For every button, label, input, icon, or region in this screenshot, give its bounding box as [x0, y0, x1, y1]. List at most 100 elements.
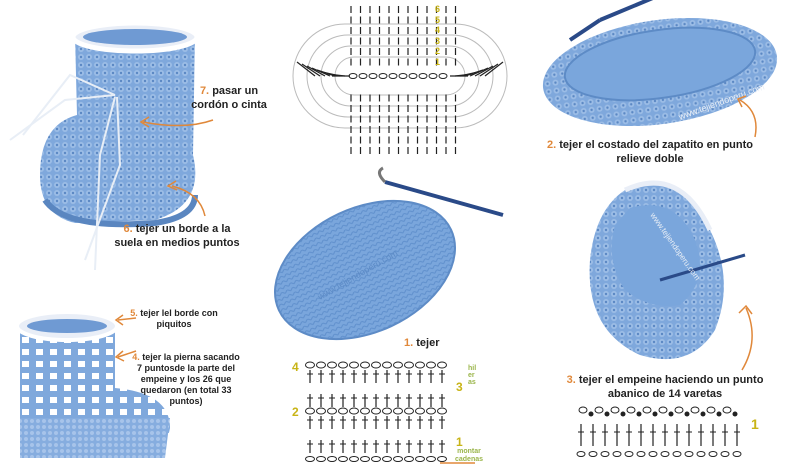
chain-stitch: [426, 407, 436, 415]
bootie-ribbon-illustration: [9, 20, 200, 271]
chain-stitch: [415, 361, 425, 369]
arrow-2-icon: [736, 95, 757, 138]
base-chain: [672, 451, 682, 457]
base-chain: [708, 451, 718, 457]
instep-photo: www.tejiendoperu.com: [570, 170, 770, 370]
base-chain: [576, 451, 586, 457]
arrow-6-icon: [166, 180, 206, 217]
chain-stitch: [658, 406, 668, 414]
picot-dot: [588, 411, 594, 417]
bootie-ribbon-photo: [5, 5, 210, 275]
step-7-label: 7. pasar un cordón o cinta: [191, 85, 267, 111]
chain-stitch: [642, 406, 652, 414]
sole-rows-chart: 4 3 2 1 hileras montar cadenas: [290, 355, 490, 467]
fan-stitch-chart: 1: [575, 402, 775, 466]
base-chain: [437, 456, 447, 462]
chain-stitch: [426, 361, 436, 369]
base-chain: [660, 451, 670, 457]
sole-chart-svg: [292, 6, 508, 154]
base-chain: [426, 456, 436, 462]
bootie-leg-illustration: [15, 310, 170, 458]
chain-stitch: [415, 407, 425, 415]
chart-row-5: 5: [435, 14, 441, 25]
picot-dot: [636, 411, 642, 417]
chain-stitch: [316, 361, 326, 369]
arrow-4-icon: [114, 350, 137, 362]
base-chain: [316, 456, 326, 462]
chart-row-2: 2: [435, 46, 441, 56]
chain-stitch: [404, 407, 414, 415]
picot-dot: [620, 411, 626, 417]
fan-stitch-mark: [479, 63, 499, 77]
fan-stitch-mark: [311, 67, 331, 77]
chain-stitch: [437, 407, 447, 415]
rows-chart-svg: [305, 361, 475, 464]
base-chain: [404, 456, 414, 462]
sole-sides-illustration: www.tejiendoperu.com: [542, 0, 778, 127]
base-chain: [696, 451, 706, 457]
chain-stitch: [674, 406, 684, 414]
base-chain: [393, 456, 403, 462]
fan-stitch-mark: [469, 67, 489, 77]
chain-stitch: [706, 406, 716, 414]
base-chain: [612, 451, 622, 457]
step-2-label: 2. tejer el costado del zapatito en punt…: [547, 139, 753, 165]
arrow-7-icon: [139, 116, 214, 128]
chain-stitch: [338, 407, 348, 415]
chart-row-1: 1: [435, 56, 441, 67]
base-chain: [338, 456, 348, 462]
fan-chart-svg: [576, 406, 742, 457]
base-chain: [349, 456, 359, 462]
fan-stitch-mark: [296, 61, 316, 77]
chain-stitch: [327, 361, 337, 369]
row-label-4: 4: [292, 360, 299, 374]
chart-row-4: 4: [435, 25, 441, 35]
chain-stitch: [349, 407, 359, 415]
chain-stitch: [594, 406, 604, 414]
picot-dot: [652, 411, 658, 417]
chain-stitch: [437, 361, 447, 369]
row-label-3: 3: [456, 380, 463, 394]
instep-illustration: www.tejiendoperu.com: [589, 180, 746, 360]
chain-stitch: [382, 361, 392, 369]
chain-stitch: [610, 406, 620, 414]
picot-dot: [700, 411, 706, 417]
picot-dot: [684, 411, 690, 417]
chain-stitch: [316, 407, 326, 415]
chain-stitch: [722, 406, 732, 414]
arrow-3-icon: [738, 304, 753, 371]
base-chain: [360, 456, 370, 462]
fan-stitch-mark: [474, 65, 494, 77]
montar-label: montar cadenas: [454, 448, 484, 463]
step-1-label: 1. tejer: [404, 337, 440, 349]
chain-stitch: [371, 361, 381, 369]
base-chain: [624, 451, 634, 457]
chain-stitch: [360, 361, 370, 369]
chain-stitch: [382, 407, 392, 415]
bootie-leg-photo: [5, 298, 175, 463]
fan-row-label-1: 1: [751, 416, 759, 432]
base-chain: [636, 451, 646, 457]
base-chain: [371, 456, 381, 462]
row-label-2: 2: [292, 405, 299, 419]
fan-stitch-mark: [306, 65, 326, 77]
fan-stitch-mark: [484, 61, 504, 77]
chain-stitch: [393, 407, 403, 415]
chain-stitch: [305, 361, 315, 369]
row-label-1: 1: [456, 435, 463, 449]
chain-stitch: [338, 361, 348, 369]
chart-row-3: 3: [435, 35, 441, 46]
base-chain: [684, 451, 694, 457]
chain-stitch: [327, 407, 337, 415]
hileras-label: hileras: [468, 365, 477, 386]
base-chain: [600, 451, 610, 457]
chain-stitch: [578, 406, 588, 414]
base-chain: [720, 451, 730, 457]
step-4-label: 4. tejer la pierna sacando 7 puntosde la…: [132, 352, 240, 406]
step-3-label: 3. tejer el empeine haciendo un punto ab…: [566, 374, 764, 400]
base-chain: [588, 451, 598, 457]
chain-stitch: [393, 361, 403, 369]
chain-stitch: [305, 407, 315, 415]
base-chain: [327, 456, 337, 462]
chain-stitch: [626, 406, 636, 414]
